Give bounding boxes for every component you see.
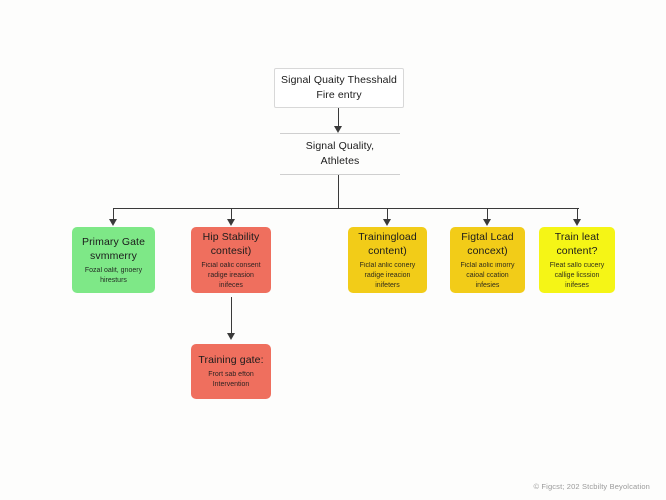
connector-distribution-bus <box>113 208 579 209</box>
footer-attribution: © Figcst; 202 Stcbilty Beyolcation <box>533 482 650 491</box>
connector-bus-drop-4 <box>487 208 488 221</box>
node-second-signal-quality-athletes[interactable]: Signal Quality, Athletes <box>280 133 400 175</box>
connector-root-to-second <box>338 108 339 128</box>
node-leaf-primary-gate[interactable]: Primary Gate svmmerry Fozal oalit, gnoer… <box>72 227 155 293</box>
node-leaf-3-subtitle: Ficlal anlic conery radige ireacion inif… <box>359 261 416 289</box>
connector-bus-drop-3 <box>387 208 388 221</box>
node-leaf-2-title: Hip Stability contesit) <box>202 230 260 257</box>
node-leaf-trainingload[interactable]: Trainingload content) Ficlal anlic coner… <box>348 227 427 293</box>
node-leaf-1-subtitle: Fozal oalit, gnoery hiresturs <box>84 266 143 284</box>
node-leaf-figtal-load[interactable]: Figtal Lcad concext) Ficlal aolic imorry… <box>450 227 525 293</box>
connector-hip-stability-to-terminal <box>231 297 232 335</box>
arrow-to-leaf-3 <box>383 219 391 226</box>
arrow-to-leaf-4 <box>483 219 491 226</box>
node-root-title: Signal Quaity Thesshald Fire entry <box>281 74 397 101</box>
node-terminal-title: Training gate: <box>198 354 264 366</box>
arrow-to-leaf-2 <box>227 219 235 226</box>
node-terminal-subtitle: Frort sab efton Intervention <box>208 371 254 388</box>
node-leaf-3-title: Trainingload content) <box>358 230 417 257</box>
connector-second-to-bus <box>338 175 339 208</box>
node-second-title: Signal Quality, Athletes <box>305 140 375 167</box>
node-leaf-4-title: Figtal Lcad concext) <box>461 230 514 257</box>
node-leaf-4-subtitle: Ficlal aolic imorry caioal ccation infes… <box>460 261 515 289</box>
connector-bus-drop-2 <box>231 208 232 221</box>
node-leaf-train-leat[interactable]: Train leat content? Fleat sallo cucery c… <box>539 227 615 293</box>
arrow-to-leaf-5 <box>573 219 581 226</box>
connector-bus-drop-1 <box>113 208 114 221</box>
node-leaf-hip-stability[interactable]: Hip Stability contesit) Ficial oalic con… <box>191 227 271 293</box>
arrow-to-leaf-1 <box>109 219 117 226</box>
node-root-signal-quality-threshold[interactable]: Signal Quaity Thesshald Fire entry <box>274 68 404 108</box>
node-terminal-training-gate[interactable]: Training gate: Frort sab efton Intervent… <box>191 344 271 399</box>
connector-bus-drop-5 <box>577 208 578 221</box>
arrow-root-to-second <box>334 126 342 133</box>
node-leaf-1-title: Primary Gate svmmerry <box>81 235 146 262</box>
arrow-to-terminal <box>227 333 235 340</box>
node-leaf-2-subtitle: Ficial oalic consent radige ireasion ini… <box>201 261 261 289</box>
node-leaf-5-title: Train leat content? <box>554 230 600 257</box>
node-leaf-5-subtitle: Fleat sallo cucery callige licssion inif… <box>549 261 605 289</box>
